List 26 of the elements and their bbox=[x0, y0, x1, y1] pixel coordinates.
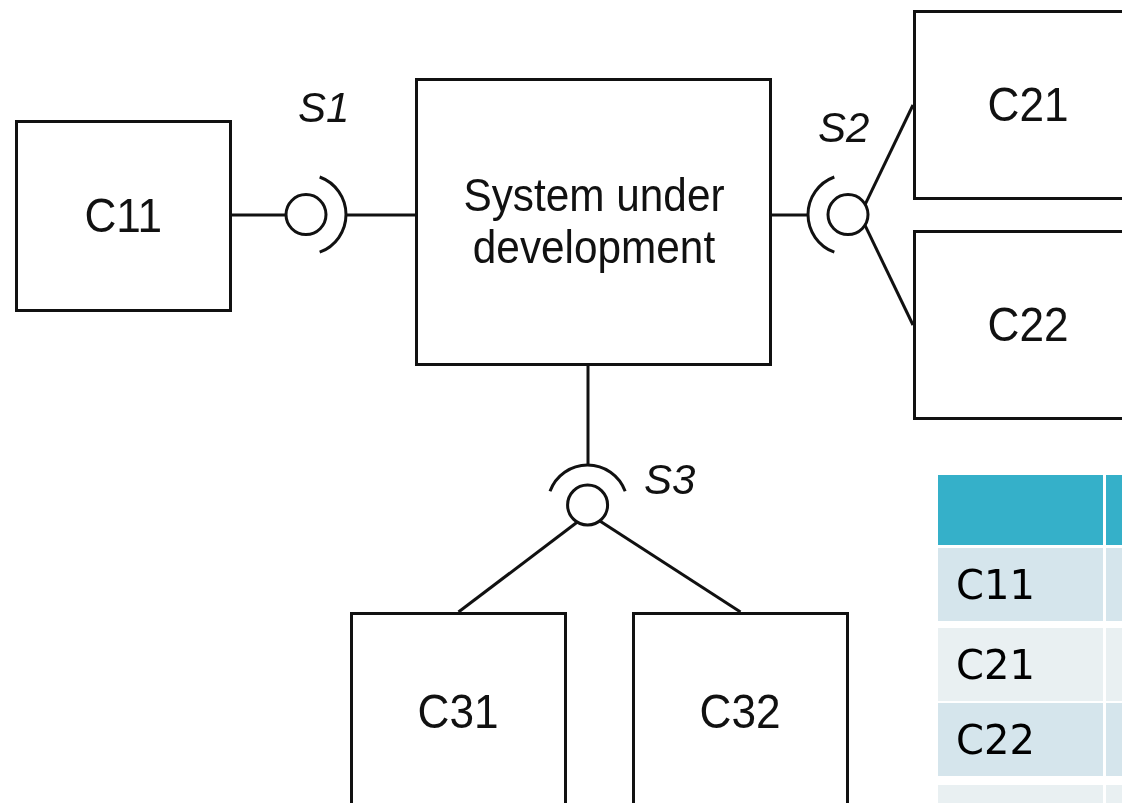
connector-line bbox=[457, 520, 579, 614]
connector-line bbox=[346, 213, 415, 217]
component-name: C31 bbox=[418, 685, 499, 739]
connector-line bbox=[863, 224, 915, 326]
component-box bbox=[350, 612, 567, 803]
interface-label: S1 bbox=[298, 84, 350, 132]
component-box bbox=[913, 10, 1122, 200]
connector-line bbox=[599, 519, 742, 614]
component-box bbox=[415, 78, 772, 366]
component-name: C11 bbox=[84, 189, 163, 243]
component-name: C22 bbox=[987, 298, 1069, 352]
interface-label: S2 bbox=[818, 104, 870, 152]
table-cell-text: C11 bbox=[956, 561, 1035, 608]
component-name: C21 bbox=[987, 78, 1069, 132]
component-name: System under development bbox=[461, 170, 726, 274]
component-box bbox=[15, 120, 232, 312]
connector-line bbox=[232, 213, 286, 217]
component-box bbox=[913, 230, 1122, 420]
table-cell-text: C21 bbox=[956, 641, 1035, 688]
connector-line bbox=[586, 366, 590, 465]
connector-line bbox=[863, 104, 915, 206]
component-box bbox=[632, 612, 849, 803]
table-cell-text: C22 bbox=[956, 716, 1035, 763]
interface-label: S3 bbox=[644, 456, 696, 504]
component-name: C32 bbox=[700, 685, 781, 739]
connector-line bbox=[772, 213, 808, 217]
